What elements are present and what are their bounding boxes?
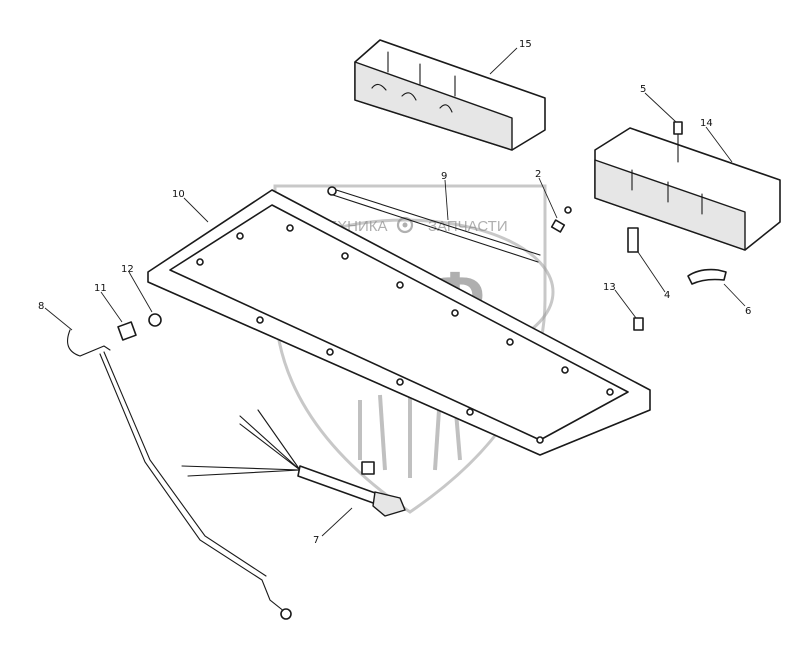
part-6-clip — [687, 268, 727, 285]
callout-10: 10 — [172, 189, 185, 200]
part-15-cover — [354, 39, 546, 151]
callout-11: 11 — [94, 283, 107, 294]
callout-2: 2 — [535, 169, 541, 180]
callout-6: 6 — [745, 306, 751, 317]
tray-bolts — [196, 224, 614, 444]
callout-14: 14 — [700, 118, 713, 129]
watermark-text-right: ЗАПЧАСТИ — [428, 218, 508, 235]
part-5-bolt — [673, 121, 683, 163]
callout-4: 4 — [664, 290, 670, 301]
part-10-tray — [147, 189, 651, 456]
callout-8: 8 — [38, 301, 44, 312]
part-12-seal — [148, 313, 162, 327]
callout-7: 7 — [313, 535, 319, 546]
leader-lines — [44, 47, 746, 537]
part-4-plug — [627, 227, 639, 253]
part-8-tube — [67, 329, 292, 620]
callout-13: 13 — [603, 282, 616, 293]
callout-5: 5 — [640, 84, 646, 95]
callout-12: 12 — [121, 264, 134, 275]
callout-labels: 15 5 14 9 2 10 4 6 13 11 12 8 7 — [38, 39, 751, 546]
part-7-harness — [181, 409, 406, 517]
part-13-plug — [633, 317, 644, 331]
part-9-tube — [327, 186, 541, 263]
part-11-connector — [117, 321, 137, 341]
part-14-cover — [594, 127, 781, 251]
callout-15: 15 — [519, 39, 532, 50]
callout-9: 9 — [441, 171, 447, 182]
part-2-fitting — [550, 206, 572, 233]
